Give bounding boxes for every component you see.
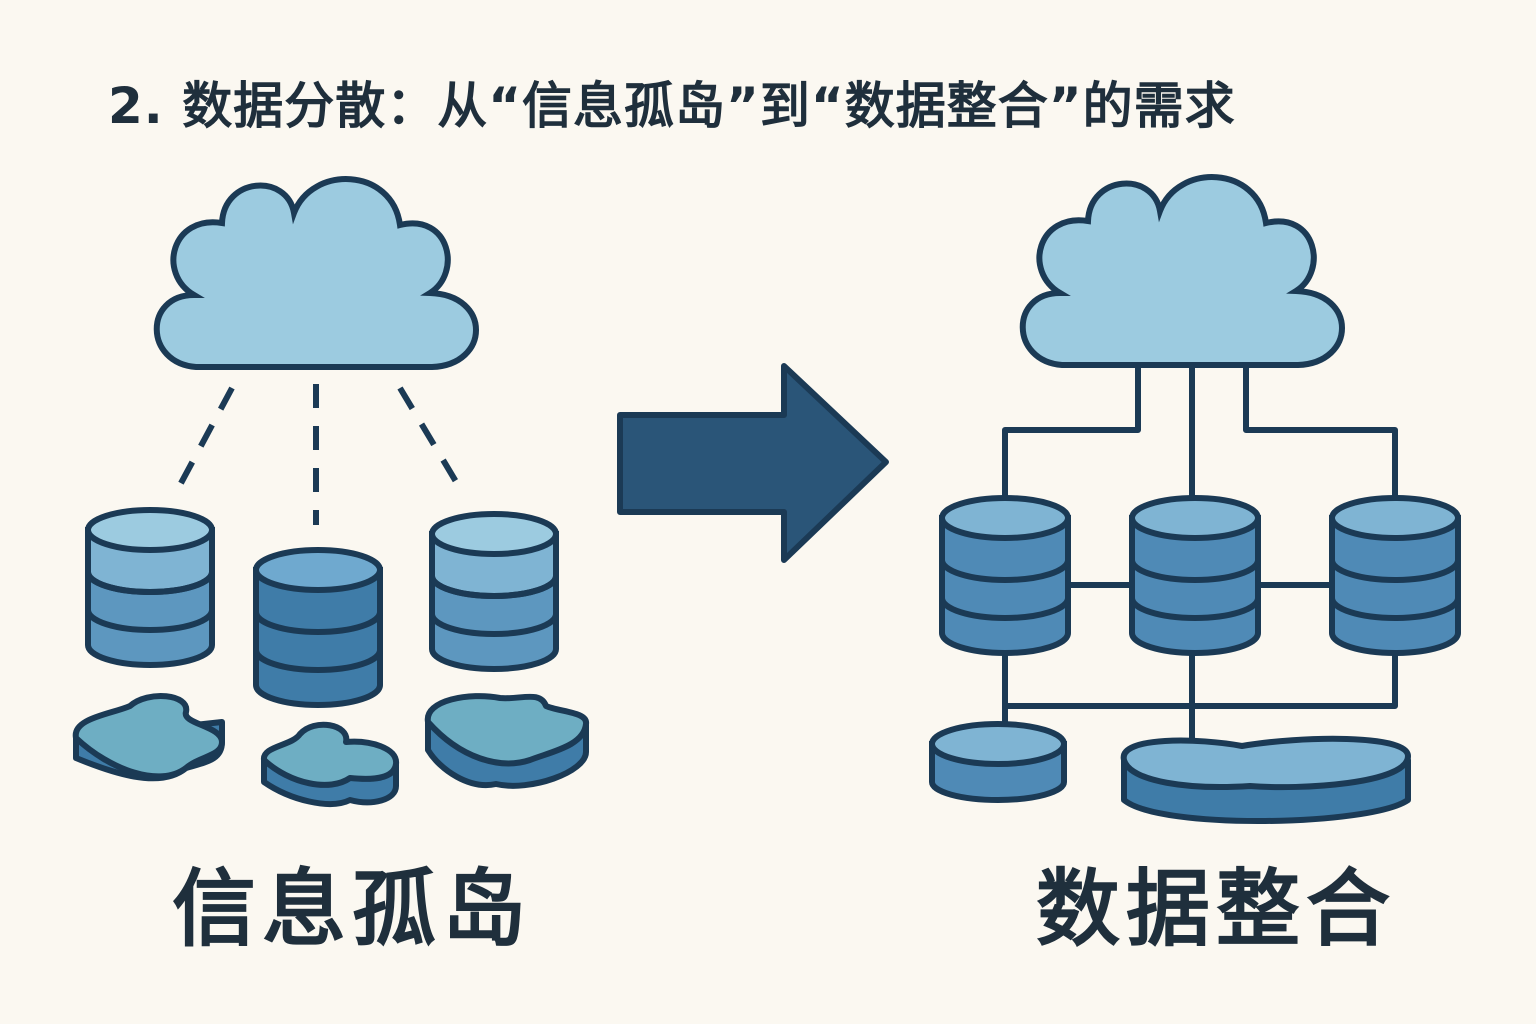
- database-icon: [429, 511, 559, 672]
- dashed-links-left: [177, 384, 461, 525]
- cloud-right: [1023, 177, 1342, 365]
- storage-pool-large: [1120, 735, 1411, 824]
- caption-data-integration: 数据整合: [1036, 860, 1397, 958]
- caption-information-silos: 信息孤岛: [172, 860, 533, 958]
- left-panel: [72, 179, 589, 807]
- database-icon: [85, 507, 215, 668]
- data-island-2: [261, 721, 399, 807]
- transition-arrow-icon: [617, 363, 889, 563]
- database-icon: [939, 495, 1071, 656]
- page-title: 2. 数据分散：从“信息孤岛”到“数据整合”的需求: [108, 77, 1236, 135]
- data-island-1: [72, 693, 225, 782]
- right-panel: [929, 177, 1461, 824]
- dashed-link-3: [397, 386, 461, 487]
- connector-lines: [1002, 362, 1398, 740]
- storage-pool-small: [929, 721, 1067, 803]
- database-icon: [1329, 495, 1461, 656]
- cloud-left: [157, 179, 476, 367]
- data-island-3: [424, 693, 589, 789]
- database-icon: [253, 547, 383, 708]
- database-icon: [1129, 495, 1261, 656]
- dashed-link-1: [177, 386, 235, 487]
